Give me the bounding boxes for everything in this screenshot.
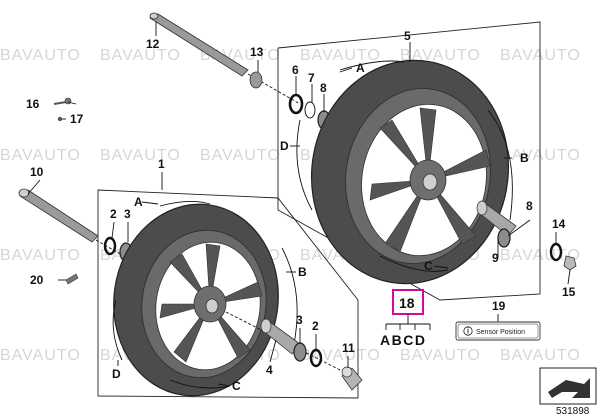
info-circle-icon bbox=[463, 326, 473, 336]
label-5: 5 bbox=[404, 29, 411, 43]
label-front-c: C bbox=[232, 379, 241, 393]
label-rear-a: A bbox=[356, 61, 365, 75]
svg-text:BAVAUTO: BAVAUTO bbox=[0, 247, 81, 264]
label-front-d: D bbox=[112, 367, 121, 381]
view-arrow-icon bbox=[539, 367, 597, 405]
label-15: 15 bbox=[562, 285, 576, 299]
label-11: 11 bbox=[342, 341, 355, 355]
svg-text:BAVAUTO: BAVAUTO bbox=[0, 47, 81, 64]
label-3-front-right: 3 bbox=[296, 313, 303, 327]
label-7: 7 bbox=[308, 71, 315, 85]
label-19: 19 bbox=[492, 299, 506, 313]
ring-7 bbox=[304, 101, 316, 119]
label-rear-b: B bbox=[520, 151, 529, 165]
label-8-rear-left: 8 bbox=[320, 81, 327, 95]
label-3-front-left: 3 bbox=[124, 207, 131, 221]
svg-text:BAVAUTO: BAVAUTO bbox=[400, 347, 481, 364]
label-rear-c: C bbox=[424, 259, 433, 273]
valve-16 bbox=[53, 97, 72, 105]
sensor-position-text: Sensor Position bbox=[476, 329, 525, 336]
axle-rear bbox=[149, 12, 301, 105]
diagram-ref-number: 531898 bbox=[556, 406, 590, 417]
label-abcd: ABCD bbox=[380, 332, 426, 348]
label-rear-d: D bbox=[280, 139, 289, 153]
sleeve-11 bbox=[341, 366, 363, 391]
label-12: 12 bbox=[146, 37, 160, 51]
label-6: 6 bbox=[292, 63, 299, 77]
spacer-9 bbox=[476, 200, 517, 237]
label-front-b: B bbox=[298, 265, 307, 279]
svg-text:BAVAUTO: BAVAUTO bbox=[0, 347, 81, 364]
svg-text:BAVAUTO: BAVAUTO bbox=[0, 147, 81, 164]
svg-text:BAVAUTO: BAVAUTO bbox=[400, 47, 481, 64]
abcd-bracket bbox=[385, 314, 431, 330]
label-17: 17 bbox=[70, 112, 84, 126]
label-16: 16 bbox=[26, 97, 40, 111]
front-wheel bbox=[112, 201, 298, 397]
bearing-8-rear-right bbox=[497, 228, 511, 248]
label-18: 18 bbox=[399, 295, 415, 311]
cap-17 bbox=[57, 116, 63, 122]
rear-wheel bbox=[296, 59, 513, 285]
label-2-front-left: 2 bbox=[110, 207, 117, 221]
front-wheel-frame bbox=[97, 189, 359, 399]
bolt-20 bbox=[65, 273, 79, 285]
sensor-position-tag bbox=[455, 321, 541, 341]
label-front-a: A bbox=[134, 195, 143, 209]
label-9: 9 bbox=[492, 251, 499, 265]
nut-15 bbox=[563, 255, 577, 271]
label-1: 1 bbox=[158, 157, 165, 171]
svg-text:BAVAUTO: BAVAUTO bbox=[200, 147, 281, 164]
label-4: 4 bbox=[266, 363, 273, 377]
label-14: 14 bbox=[552, 217, 566, 231]
svg-text:BAVAUTO: BAVAUTO bbox=[100, 47, 181, 64]
label-2-front-right: 2 bbox=[312, 319, 319, 333]
label-10: 10 bbox=[30, 165, 44, 179]
label-20: 20 bbox=[30, 273, 44, 287]
label-8-rear-right: 8 bbox=[526, 199, 533, 213]
svg-text:BAVAUTO: BAVAUTO bbox=[300, 47, 381, 64]
ring-2-front-left bbox=[103, 236, 117, 256]
svg-text:BAVAUTO: BAVAUTO bbox=[500, 347, 581, 364]
svg-text:BAVAUTO: BAVAUTO bbox=[100, 147, 181, 164]
rear-wheel-frame bbox=[277, 21, 541, 301]
label-13: 13 bbox=[250, 45, 264, 59]
bearing-3-front-right bbox=[293, 342, 307, 362]
spacer-13 bbox=[249, 71, 263, 89]
ring-6 bbox=[288, 93, 304, 115]
